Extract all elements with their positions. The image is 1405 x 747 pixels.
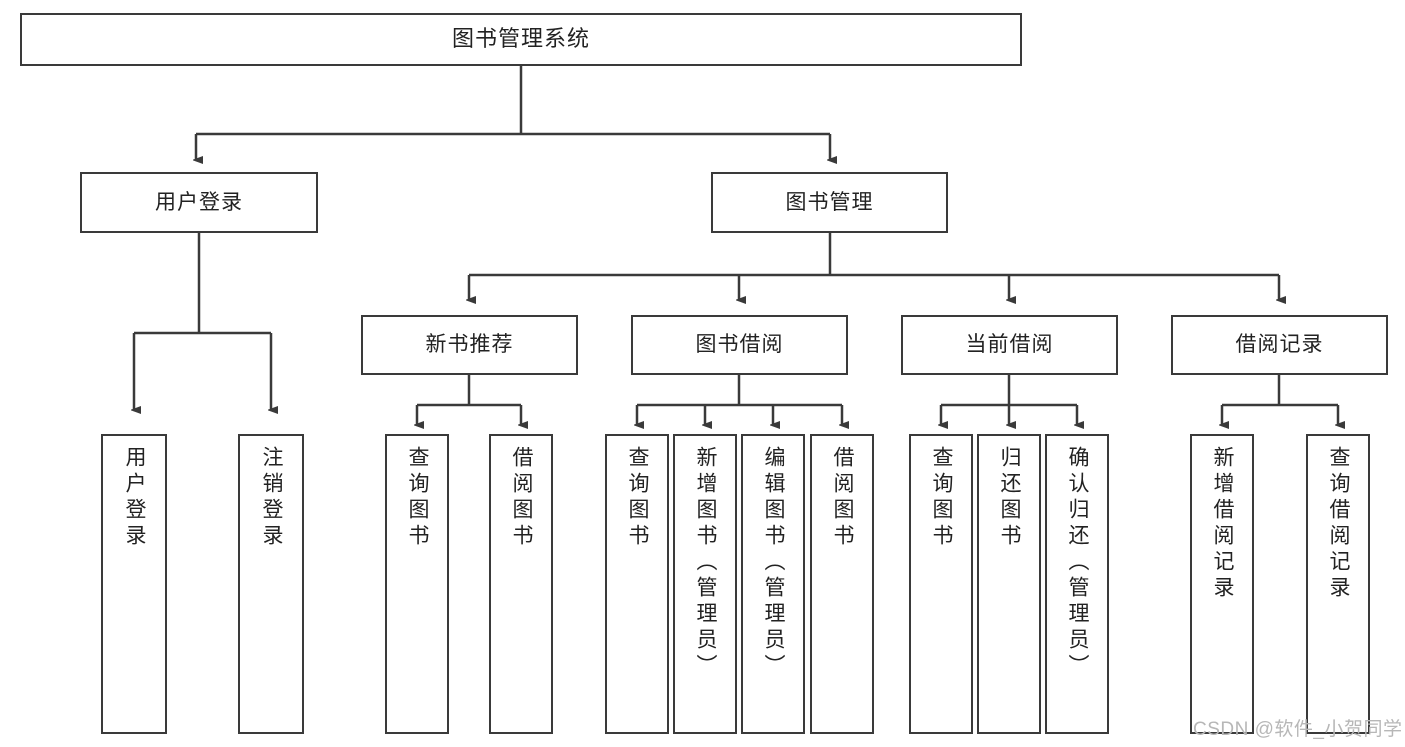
node-label: 图书管理系统 <box>451 26 590 52</box>
node-label: 新增借阅记录 <box>1211 446 1235 602</box>
node-label: 归还图书 <box>998 446 1022 550</box>
leaf-user-login[interactable]: 用户登录 <box>101 434 167 734</box>
leaf-edit-book[interactable]: 编辑图书（管理员） <box>741 434 805 734</box>
node-borrow-record[interactable]: 借阅记录 <box>1171 315 1388 375</box>
node-root-system[interactable]: 图书管理系统 <box>20 13 1022 66</box>
node-label: 注销登录 <box>260 446 284 550</box>
node-label: 新增图书（管理员） <box>694 446 718 680</box>
node-book-manage[interactable]: 图书管理 <box>711 172 948 233</box>
node-label: 查询图书 <box>930 446 954 550</box>
node-label: 查询图书 <box>626 446 650 550</box>
leaf-logout-login[interactable]: 注销登录 <box>238 434 304 734</box>
leaf-query-book-3[interactable]: 查询图书 <box>909 434 973 734</box>
node-book-borrow[interactable]: 图书借阅 <box>631 315 848 375</box>
leaf-borrow-book-1[interactable]: 借阅图书 <box>489 434 553 734</box>
node-label: 用户登录 <box>155 190 243 214</box>
leaf-query-record[interactable]: 查询借阅记录 <box>1306 434 1370 734</box>
node-label: 借阅记录 <box>1235 333 1324 357</box>
leaf-borrow-book-2[interactable]: 借阅图书 <box>810 434 874 734</box>
leaf-add-book[interactable]: 新增图书（管理员） <box>673 434 737 734</box>
node-label: 确认归还（管理员） <box>1066 446 1090 680</box>
node-current-borrow[interactable]: 当前借阅 <box>901 315 1118 375</box>
node-label: 当前借阅 <box>965 333 1054 357</box>
node-label: 新书推荐 <box>425 333 514 357</box>
node-label: 图书借阅 <box>695 333 784 357</box>
node-label: 借阅图书 <box>510 446 534 550</box>
node-label: 查询借阅记录 <box>1327 446 1351 602</box>
leaf-add-record[interactable]: 新增借阅记录 <box>1190 434 1254 734</box>
node-label: 借阅图书 <box>831 446 855 550</box>
node-label: 查询图书 <box>406 446 430 550</box>
leaf-query-book-1[interactable]: 查询图书 <box>385 434 449 734</box>
leaf-confirm-return[interactable]: 确认归还（管理员） <box>1045 434 1109 734</box>
node-new-book-recommend[interactable]: 新书推荐 <box>361 315 578 375</box>
leaf-query-book-2[interactable]: 查询图书 <box>605 434 669 734</box>
node-label: 图书管理 <box>785 190 874 214</box>
node-label: 用户登录 <box>123 446 147 550</box>
csdn-watermark: CSDN @软件_小贺同学 <box>1193 719 1403 740</box>
node-user-login[interactable]: 用户登录 <box>80 172 318 233</box>
leaf-return-book[interactable]: 归还图书 <box>977 434 1041 734</box>
node-label: 编辑图书（管理员） <box>762 446 786 680</box>
